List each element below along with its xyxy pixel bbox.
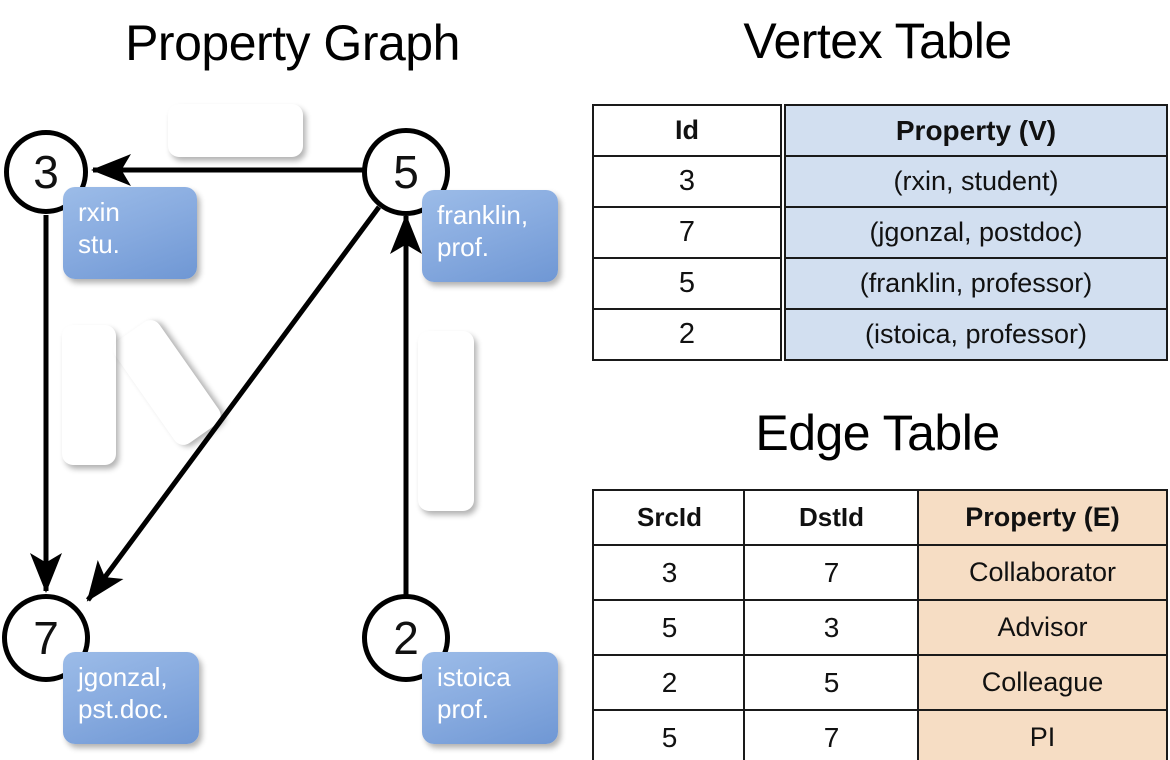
node-property-line2: stu. — [78, 228, 120, 259]
edge-srcid-cell: 2 — [592, 654, 747, 711]
edge-dstid-cell: 7 — [743, 709, 920, 760]
edge-table-dstid-column: DstId 7 3 5 7 — [743, 489, 920, 760]
table-row: Collaborator — [917, 544, 1168, 601]
graph-node-2[interactable]: 2 — [362, 594, 450, 682]
edge-label-text: Colleague — [431, 360, 462, 482]
table-row: (franklin, professor) — [784, 257, 1168, 310]
vertex-property-cell: (rxin, student) — [784, 155, 1168, 208]
edge-property-cell: Advisor — [917, 599, 1168, 656]
node-property-line2: prof. — [437, 693, 490, 724]
table-row: 7 — [592, 206, 782, 259]
edge-table-srcid-column: SrcId 3 5 2 5 — [592, 489, 747, 760]
vertex-id-cell: 3 — [592, 155, 782, 208]
page-title-edge-table: Edge Table — [755, 405, 1000, 461]
node-property-line1: rxin — [78, 197, 120, 227]
column-header-srcid: SrcId — [592, 489, 747, 546]
page-title-property-graph: Property Graph — [125, 15, 460, 71]
edge-property-cell: Collaborator — [917, 544, 1168, 601]
node-property-box-3: rxin stu. — [63, 187, 197, 279]
table-row: 3 — [592, 544, 747, 601]
node-property-line1: jgonzal, — [78, 662, 168, 692]
graph-edges-svg — [30, 154, 422, 602]
node-property-line1: istoica — [437, 662, 511, 692]
column-header-property-v: Property (V) — [784, 104, 1168, 157]
table-header-row: SrcId — [592, 489, 747, 546]
table-row: (istoica, professor) — [784, 308, 1168, 361]
table-row: 3 — [743, 599, 920, 656]
table-row: 2 — [592, 308, 782, 361]
vertex-id-cell: 5 — [592, 257, 782, 310]
column-header-id: Id — [592, 104, 782, 157]
node-property-line1: franklin, — [437, 200, 529, 230]
edge-property-cell: PI — [917, 709, 1168, 760]
table-row: Advisor — [917, 599, 1168, 656]
vertex-property-cell: (jgonzal, postdoc) — [784, 206, 1168, 259]
edge-dstid-cell: 5 — [743, 654, 920, 711]
edge-label-colleague: Colleague — [418, 331, 474, 511]
column-header-property-e: Property (E) — [917, 489, 1168, 546]
edge-srcid-cell: 3 — [592, 544, 747, 601]
table-header-row: Property (V) — [784, 104, 1168, 157]
table-row: PI — [917, 709, 1168, 760]
edge-label-text: PI — [147, 363, 188, 402]
table-row: (jgonzal, postdoc) — [784, 206, 1168, 259]
table-row: (rxin, student) — [784, 155, 1168, 208]
edge-property-cell: Colleague — [917, 654, 1168, 711]
table-row: Colleague — [917, 654, 1168, 711]
edge-label-text: Advisor — [188, 114, 283, 146]
table-row: 2 — [592, 654, 747, 711]
vertex-property-cell: (franklin, professor) — [784, 257, 1168, 310]
edge-label-collab: Collab. — [62, 325, 116, 465]
vertex-table-property-column: Property (V) (rxin, student) (jgonzal, p… — [784, 104, 1168, 361]
node-property-line2: prof. — [437, 231, 490, 262]
graph-node-5[interactable]: 5 — [362, 128, 450, 216]
edge-label-text: Collab. — [74, 352, 105, 438]
page-title-vertex-table: Vertex Table — [743, 13, 1012, 69]
table-row: 5 — [592, 599, 747, 656]
node-property-box-7: jgonzal, pst.doc. — [63, 652, 199, 744]
edge-dstid-cell: 3 — [743, 599, 920, 656]
vertex-table-id-column: Id 3 7 5 2 — [592, 104, 782, 361]
vertex-id-cell: 2 — [592, 308, 782, 361]
edge-table-property-column: Property (E) Collaborator Advisor Collea… — [917, 489, 1168, 760]
table-header-row: Id — [592, 104, 782, 157]
node-property-box-2: istoica prof. — [422, 652, 558, 744]
edge-srcid-cell: 5 — [592, 709, 747, 760]
column-header-dstid: DstId — [743, 489, 920, 546]
vertex-id-cell: 7 — [592, 206, 782, 259]
table-header-row: Property (E) — [917, 489, 1168, 546]
table-row: 5 — [592, 257, 782, 310]
node-property-box-5: franklin, prof. — [422, 190, 558, 282]
edge-srcid-cell: 5 — [592, 599, 747, 656]
table-row: 5 — [592, 709, 747, 760]
node-property-line2: pst.doc. — [78, 693, 170, 724]
table-row: 5 — [743, 654, 920, 711]
property-graph-diagram: 3 5 7 2 rxin stu. franklin, prof. jgonza… — [2, 104, 558, 744]
edge-dstid-cell: 7 — [743, 544, 920, 601]
vertex-property-cell: (istoica, professor) — [784, 308, 1168, 361]
table-header-row: DstId — [743, 489, 920, 546]
table-row: 3 — [592, 155, 782, 208]
table-row: 7 — [743, 544, 920, 601]
table-row: 7 — [743, 709, 920, 760]
edge-label-advisor: Advisor — [168, 104, 303, 157]
edge-5-to-7-pi — [85, 205, 382, 602]
